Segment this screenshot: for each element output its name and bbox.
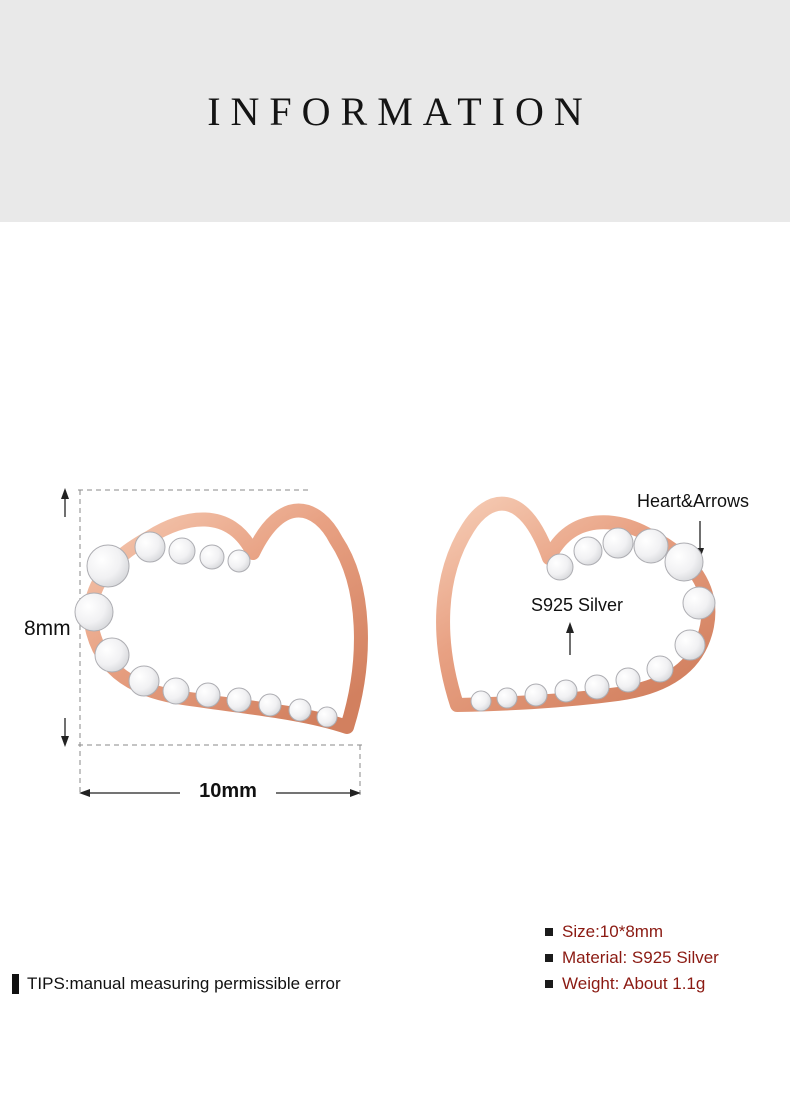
width-dimension-label: 10mm [180,780,276,803]
square-bullet-icon [545,980,553,988]
information-banner: INFORMATION [0,0,790,222]
silver-callout-label: S925 Silver [531,595,624,615]
height-dimension-arrow-icons [61,488,69,747]
dashed-guides [78,489,362,795]
tips-note: TIPS:manual measuring permissible error [12,974,341,994]
square-bullet-icon [545,928,553,936]
left-earring-wire [83,503,368,734]
tips-text: TIPS:manual measuring permissible error [27,974,341,993]
right-earring-crystals [470,527,716,712]
spec-item-weight: Weight: About 1.1g [545,971,719,997]
page-title: INFORMATION [207,88,593,134]
spec-item-label: Material: S925 Silver [562,948,719,967]
right-earring [436,496,716,712]
silver-pointer-icon [566,622,574,655]
spec-item-label: Size:10*8mm [562,922,664,941]
square-bullet-icon [545,954,553,962]
left-earring-crystals [74,531,338,728]
spec-item-label: Weight: About 1.1g [562,974,706,993]
left-earring [74,503,368,734]
spec-list: Size:10*8mm Material: S925 Silver Weight… [545,919,719,997]
spec-item-size: Size:10*8mm [545,919,719,945]
height-dimension-label: 8mm [24,617,71,640]
heart-arrows-callout-label: Heart&Arrows [637,491,750,511]
spec-item-material: Material: S925 Silver [545,945,719,971]
tips-bullet-bar-icon [12,974,19,994]
